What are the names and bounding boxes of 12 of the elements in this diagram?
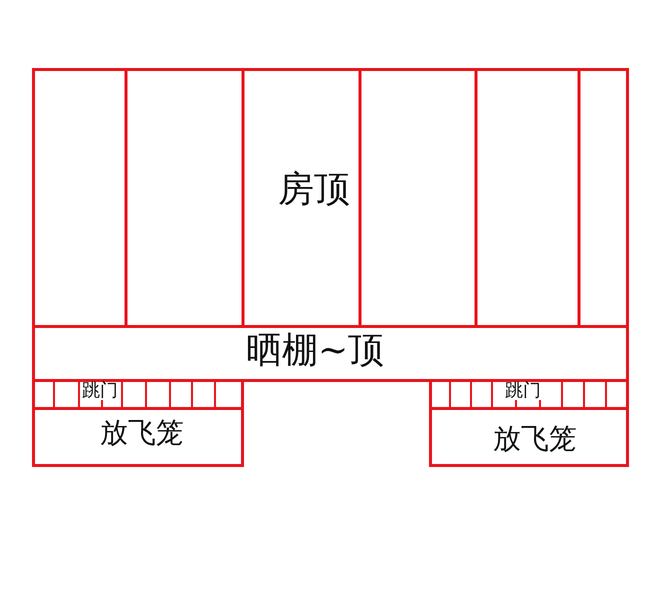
area-label: 房顶 — [278, 172, 350, 208]
area-label: 晒棚~顶 — [246, 333, 384, 369]
roof-area — [32, 68, 629, 328]
area-label: 跳门 — [505, 382, 541, 400]
jump-door-strip — [32, 379, 244, 410]
shed-roof-band — [32, 325, 629, 382]
area-label: 放飞笼 — [100, 419, 184, 447]
release-cage — [32, 407, 244, 467]
area-label: 放飞笼 — [493, 425, 577, 453]
jump-door-strip — [429, 379, 629, 410]
area-label: 跳门 — [82, 382, 118, 400]
release-cage — [429, 407, 629, 467]
